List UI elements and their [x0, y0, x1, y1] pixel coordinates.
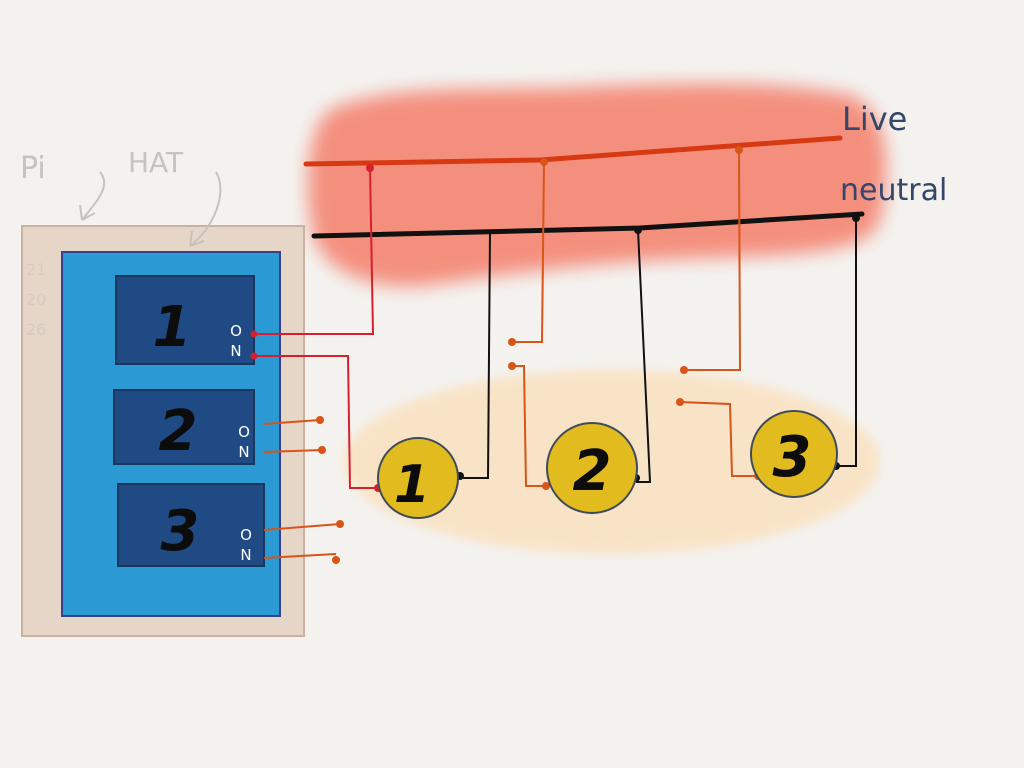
relay-1-number: 1: [153, 295, 192, 360]
relay-3-wires: [263, 520, 344, 564]
lamp-2-switch-wires: [508, 158, 550, 490]
relay-1-terminal-n: N: [230, 342, 241, 360]
mains-band: [307, 83, 887, 287]
lamp-3: 3: [750, 410, 838, 498]
relay-2: 2 O N: [113, 389, 255, 465]
pin-number-26: 26: [26, 320, 46, 339]
relay-2-terminal-o: O: [238, 423, 250, 441]
relay-3: 3 O N: [117, 483, 265, 567]
relay-2-number: 2: [159, 399, 198, 464]
relay-1-terminal-o: O: [230, 322, 242, 340]
relay-3-terminal-n: N: [240, 546, 251, 564]
relay-1-wires: [250, 164, 382, 492]
pi-label: Pi: [20, 151, 46, 186]
lamp-1-number: 1: [394, 455, 430, 515]
pin-number-21: 21: [26, 260, 46, 279]
lamp-1: 1: [377, 437, 459, 519]
relay-2-wires: [263, 416, 326, 454]
lamp-3-number: 3: [773, 425, 812, 490]
lamp-2: 2: [546, 422, 638, 514]
neutral-label: neutral: [840, 173, 947, 208]
relay-3-number: 3: [161, 499, 200, 564]
hat-label: HAT: [128, 146, 184, 179]
pin-number-20: 20: [26, 290, 46, 309]
live-bus-wire: [303, 135, 843, 167]
lamp-2-number: 2: [573, 439, 612, 504]
neutral-drops: [456, 214, 860, 483]
relay-1: 1 O N: [115, 275, 255, 365]
hat-arrow: [189, 171, 222, 247]
pi-arrow: [79, 171, 106, 221]
relay-3-terminal-o: O: [240, 526, 252, 544]
live-label: Live: [842, 100, 907, 138]
relay-2-terminal-n: N: [238, 443, 249, 461]
